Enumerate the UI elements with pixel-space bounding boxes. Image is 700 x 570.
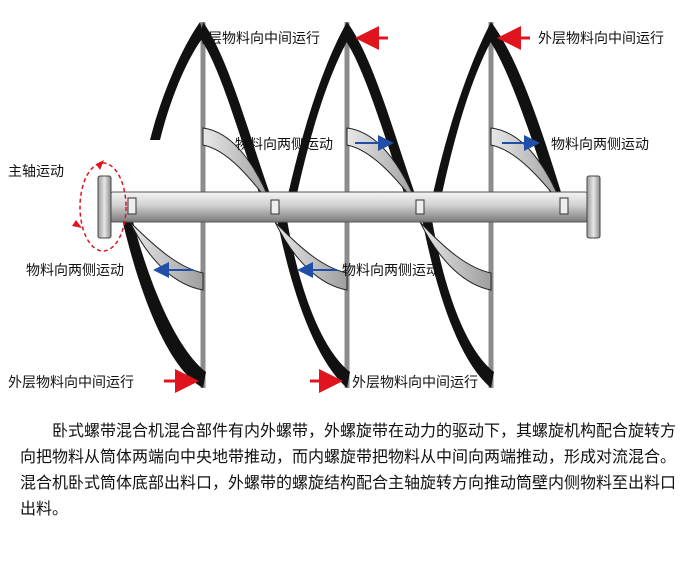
outer-ribbon-segment [120, 210, 206, 388]
outer-ribbon-segment [200, 22, 275, 210]
shaft-rotation-ring [79, 162, 127, 252]
outer-ribbon-segment [430, 22, 494, 208]
rotation-arrowhead-icon [72, 220, 82, 228]
inner-ribbon-segment [274, 221, 348, 291]
rotation-arrowhead-icon [96, 160, 104, 170]
inner-ribbon-segment [419, 221, 492, 291]
label-sides-lower-left: 物料向两侧运动 [26, 263, 124, 279]
right-flange [586, 175, 601, 239]
description-paragraph: 卧式螺带混合机混合部件有内外螺带，外螺旋带在动力的驱动下，其螺旋机构配合旋转方向… [20, 421, 677, 466]
outer-ribbon-segment [344, 22, 420, 210]
shaft-coupling [559, 197, 569, 215]
outer-ribbon-segment [150, 22, 204, 140]
shaft-coupling [415, 199, 425, 215]
main-shaft [97, 175, 601, 239]
label-sides-upper-right: 物料向两侧运动 [551, 137, 649, 153]
label-shaft-motion: 主轴运动 [8, 164, 64, 180]
outer-ribbon-segment [488, 22, 565, 208]
description-paragraph: 混合机卧式筒体底部出料口，外螺带的螺旋结构配合主轴旋转方向推动筒壁内侧物料至出料… [20, 473, 677, 518]
label-outer-bottom-middle: 外层物料向中间运行 [352, 375, 478, 391]
shaft-body [109, 191, 589, 223]
ribbon-mixer-diagram: 外层物料向中间运行 外层物料向中间运行 物料向两侧运动 物料向两侧运动 主轴运动… [8, 22, 664, 393]
left-flange [97, 175, 112, 239]
label-outer-top-right: 外层物料向中间运行 [538, 31, 664, 47]
label-outer-top-left: 外层物料向中间运行 [194, 31, 320, 47]
shaft-coupling [270, 199, 280, 215]
label-sides-upper-middle: 物料向两侧运动 [235, 137, 333, 153]
inner-ribbon-segment [129, 221, 204, 291]
outer-ribbon-segment [285, 22, 350, 208]
description-text: 卧式螺带混合机混合部件有内外螺带，外螺旋带在动力的驱动下，其螺旋机构配合旋转方向… [20, 418, 682, 522]
label-sides-lower-middle: 物料向两侧运动 [342, 263, 440, 279]
shaft-coupling [127, 197, 137, 215]
label-outer-bottom-left: 外层物料向中间运行 [8, 375, 134, 391]
